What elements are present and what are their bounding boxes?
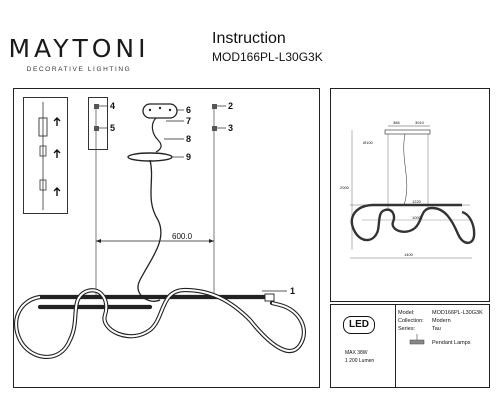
callout-9: 9 [186,152,192,162]
spec-value-type: Pendant Lamps [432,340,471,346]
dim-2000: 2000 [340,185,349,190]
spec-value-series: Tau [432,326,441,332]
dimensions-frame [330,88,490,302]
spec-value-collection: Modern [432,318,451,324]
span-dimension-label: 600.0 [172,232,193,241]
callout-5: 5 [110,123,116,133]
led-badge: LED [343,316,375,334]
dim-1400: 1400 [404,252,413,257]
screw-icons [94,104,217,131]
dim-1000: 1000 [412,215,421,220]
pendant-lamp-icon [409,334,425,345]
dimension-drawing [350,125,476,259]
document-title: Instruction [212,30,286,47]
spec-divider [395,304,396,388]
callout-2: 2 [228,101,234,111]
spec-label-series: Series: [398,326,416,332]
ceiling-mount-panel [88,97,108,150]
dim-diameter: Ø100 [363,140,373,145]
lamp-body-drawing [14,287,306,359]
callout-6: 6 [186,105,192,115]
callout-leaders [99,105,287,292]
callout-8: 8 [186,134,192,144]
cover-ring-drawing [127,152,173,162]
dim-3010: 3010 [415,120,424,125]
canopy-drawing [142,103,178,119]
detail-panel [23,97,68,214]
model-code: MOD166PL-L30G3K [212,50,323,64]
spec-frame [330,304,490,388]
spec-label-model: Model: [398,310,415,316]
cable-detail-drawing [151,117,162,153]
spec-label-collection: Collection: [398,318,424,324]
brand-tagline: DECORATIVE LIGHTING [26,66,132,73]
detail-drawing [38,102,61,210]
brand-logo: MAYTONI [8,34,150,63]
lumen-rating: 1 200 Lumen [345,358,375,364]
power-rating: MAX 38W [345,350,368,356]
callout-1: 1 [290,286,296,296]
power-cord [137,159,162,302]
span-dimension-line [96,239,214,243]
dim-386: 386 [393,120,400,125]
callout-7: 7 [186,116,192,126]
callout-4: 4 [110,101,116,111]
spec-value-model: MOD166PL-L30G3K [432,310,483,316]
callout-3: 3 [228,123,234,133]
assembly-frame [13,88,320,388]
dim-1220: 1220 [412,199,421,204]
